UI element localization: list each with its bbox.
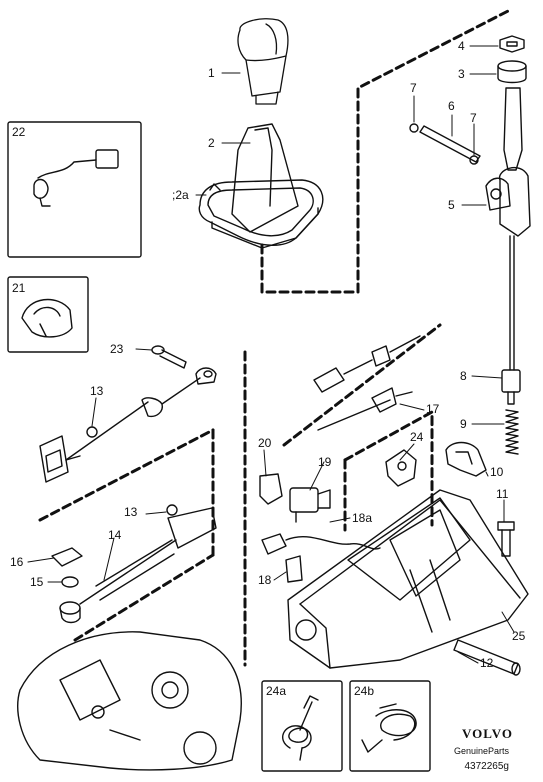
nut-4 xyxy=(499,35,525,53)
clip-7a xyxy=(409,123,419,133)
bracket-16 xyxy=(51,547,83,567)
callout-label: 21 xyxy=(12,281,26,295)
assembly-dash-lines xyxy=(38,8,512,667)
callout-label: 18 xyxy=(258,573,272,587)
inset-box-24b xyxy=(349,680,431,772)
leader-lines xyxy=(27,45,515,664)
callout-label: 18a xyxy=(352,511,373,525)
clip-21 xyxy=(21,298,73,338)
inset-label-24a: 24a xyxy=(266,684,287,698)
connector-18 xyxy=(285,555,303,583)
harness-18a xyxy=(261,533,381,555)
callout-label: 12 xyxy=(480,656,494,670)
brand-subtitle: GenuineParts xyxy=(453,746,509,756)
callout-label: 24 xyxy=(410,430,424,444)
solenoid-19 xyxy=(289,487,331,523)
callout-label: 5 xyxy=(448,198,455,212)
callout-label: 20 xyxy=(258,436,272,450)
callout-label: 9 xyxy=(460,417,467,431)
spring-9 xyxy=(505,409,519,455)
detent-bracket-24 xyxy=(385,449,417,487)
washer-15 xyxy=(61,576,79,588)
callout-label: 6 xyxy=(448,99,455,113)
grommet xyxy=(59,601,81,624)
shift-boot xyxy=(198,123,324,249)
callout-label: 11 xyxy=(496,487,509,501)
nut-13b xyxy=(166,504,178,516)
gear-knob xyxy=(237,18,289,105)
spring-24a xyxy=(281,695,319,761)
clip-20 xyxy=(259,473,283,505)
harness-22 xyxy=(33,149,119,207)
inset-box-24a xyxy=(261,680,343,772)
cable-14-upper xyxy=(65,367,217,461)
callout-label: ;2a xyxy=(172,188,189,202)
shift-lever-5 xyxy=(485,87,531,371)
bolt-11 xyxy=(497,521,515,557)
callout-label: 14 xyxy=(108,528,122,542)
transmission-housing xyxy=(17,631,242,771)
inset-label-24b: 24b xyxy=(354,684,375,698)
callout-label: 4 xyxy=(458,39,465,53)
callout-label: 10 xyxy=(490,465,504,479)
pin-6 xyxy=(419,125,481,163)
callout-label: 22 xyxy=(12,125,26,139)
callout-label: 23 xyxy=(110,342,124,356)
callout-label: 17 xyxy=(426,402,440,416)
callout-label: 1 xyxy=(208,66,215,80)
callout-label: 13 xyxy=(124,505,138,519)
bracket-cable-end xyxy=(39,435,81,483)
inset-box-22 xyxy=(7,121,142,258)
cable-upper xyxy=(313,335,421,393)
spring-24b xyxy=(361,703,417,753)
nut-13a xyxy=(86,426,98,438)
callout-label: 2 xyxy=(208,136,215,150)
brand-logo: VOLVO xyxy=(462,726,513,741)
callout-label: 3 xyxy=(458,67,465,81)
callout-label: 16 xyxy=(10,555,24,569)
callout-label: 13 xyxy=(90,384,104,398)
pin-12 xyxy=(453,639,521,676)
cable-14-lower xyxy=(79,507,217,605)
bolt-23 xyxy=(151,345,187,369)
callout-label: 19 xyxy=(318,455,332,469)
callout-label: 8 xyxy=(460,369,467,383)
inset-box-21 xyxy=(7,276,89,353)
shifter-housing-25 xyxy=(287,489,529,669)
clip-7b xyxy=(469,155,479,165)
bracket-10 xyxy=(445,441,487,477)
callout-label: 7 xyxy=(410,81,417,95)
cable-end-8 xyxy=(501,369,521,405)
bushing-3 xyxy=(497,60,527,84)
diagram-reference: 4372265g xyxy=(464,761,510,772)
callout-label: 25 xyxy=(512,629,526,643)
callout-label: 7 xyxy=(470,111,477,125)
callout-label: 15 xyxy=(30,575,44,589)
cable-17 xyxy=(317,387,413,431)
